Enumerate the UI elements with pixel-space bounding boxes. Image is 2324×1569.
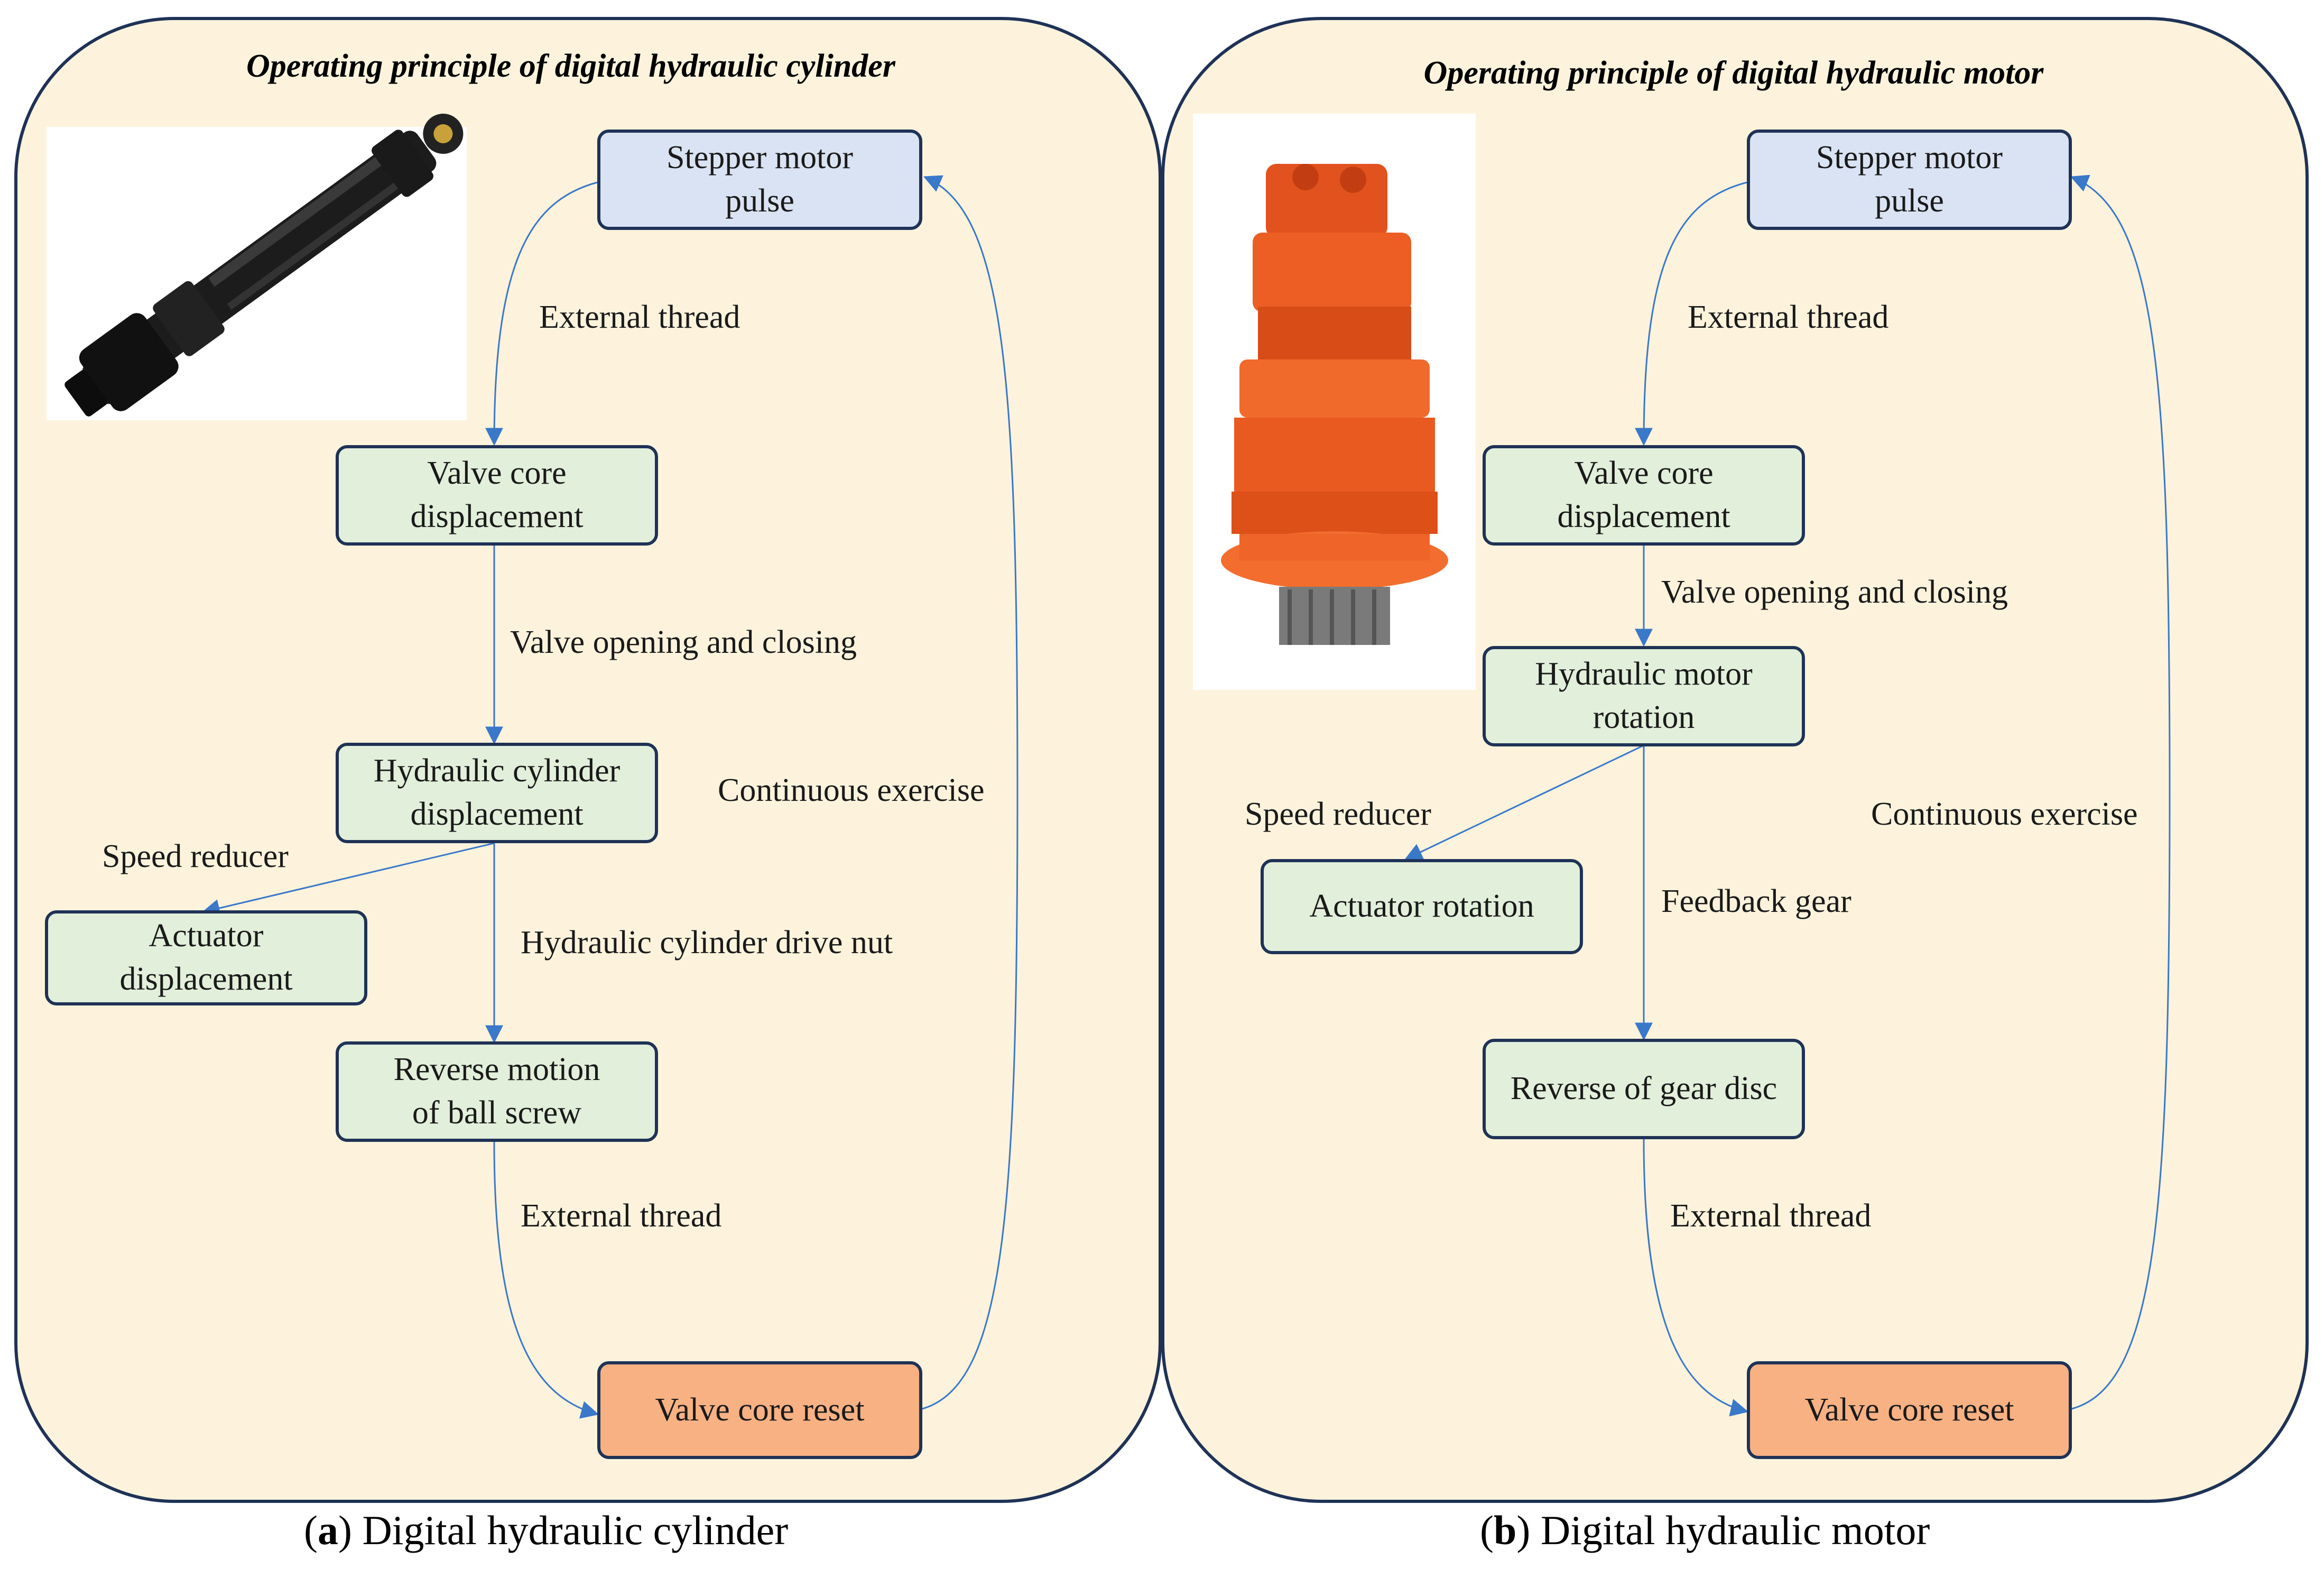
hydraulic-cylinder-photo	[47, 114, 467, 420]
hydraulic-motor-photo	[1193, 114, 1476, 690]
edge-b-reset-to-stepper	[2070, 174, 2171, 1410]
label-b-valve-opening-closing: Valve opening and closing	[1661, 574, 2008, 610]
node-b-hydraulic-motor-rotation: Hydraulic motor rotation	[1483, 646, 1805, 746]
node-a-actuator-displacement: Actuator displacement	[45, 910, 367, 1005]
node-b-stepper-motor-pulse: Stepper motor pulse	[1747, 130, 2072, 230]
label-b-external-thread-bottom: External thread	[1670, 1198, 1872, 1234]
caption-a: (a) Digital hydraulic cylinder	[304, 1507, 789, 1553]
label-a-continuous-exercise: Continuous exercise	[718, 772, 985, 808]
label-b-continuous-exercise: Continuous exercise	[1871, 796, 2138, 832]
label-a-external-thread-top: External thread	[539, 299, 740, 335]
edge-a-cylinder-to-actuator	[201, 842, 495, 917]
node-b-actuator-rotation: Actuator rotation	[1261, 859, 1583, 954]
caption-b: (b) Digital hydraulic motor	[1480, 1507, 1930, 1553]
edge-b-stepper-to-valve	[1635, 181, 1747, 446]
label-b-feedback-gear: Feedback gear	[1661, 883, 1851, 919]
node-b-reverse-gear-disc: Reverse of gear disc	[1483, 1039, 1805, 1139]
node-a-valve-core-displacement: Valve core displacement	[336, 445, 658, 546]
panel-a-title: Operating principle of digital hydraulic…	[246, 48, 895, 84]
node-a-stepper-motor-pulse: Stepper motor pulse	[597, 130, 922, 230]
edge-b-motor-to-actuator	[1404, 744, 1644, 861]
node-a-reverse-motion-ball-screw: Reverse motion of ball screw	[336, 1041, 658, 1142]
edge-a-reset-to-stepper	[922, 175, 1019, 1410]
label-b-speed-reducer: Speed reducer	[1245, 796, 1431, 832]
label-a-external-thread-bottom: External thread	[521, 1198, 722, 1234]
edge-a-ballscrew-to-reset	[493, 1141, 599, 1419]
label-a-speed-reducer: Speed reducer	[102, 838, 289, 874]
label-b-external-thread-top: External thread	[1688, 299, 1889, 335]
node-b-valve-core-reset: Valve core reset	[1747, 1361, 2072, 1459]
edge-a-stepper-to-valve	[485, 181, 598, 446]
edge-b-geardisc-to-reset	[1643, 1139, 1749, 1417]
label-a-valve-opening-closing: Valve opening and closing	[510, 624, 857, 660]
label-a-drive-nut: Hydraulic cylinder drive nut	[521, 925, 893, 961]
panel-b-title: Operating principle of digital hydraulic…	[1423, 55, 2044, 91]
node-a-hydraulic-cylinder-displacement: Hydraulic cylinder displacement	[336, 743, 658, 843]
node-a-valve-core-reset: Valve core reset	[597, 1361, 922, 1459]
node-b-valve-core-displacement: Valve core displacement	[1483, 445, 1805, 546]
